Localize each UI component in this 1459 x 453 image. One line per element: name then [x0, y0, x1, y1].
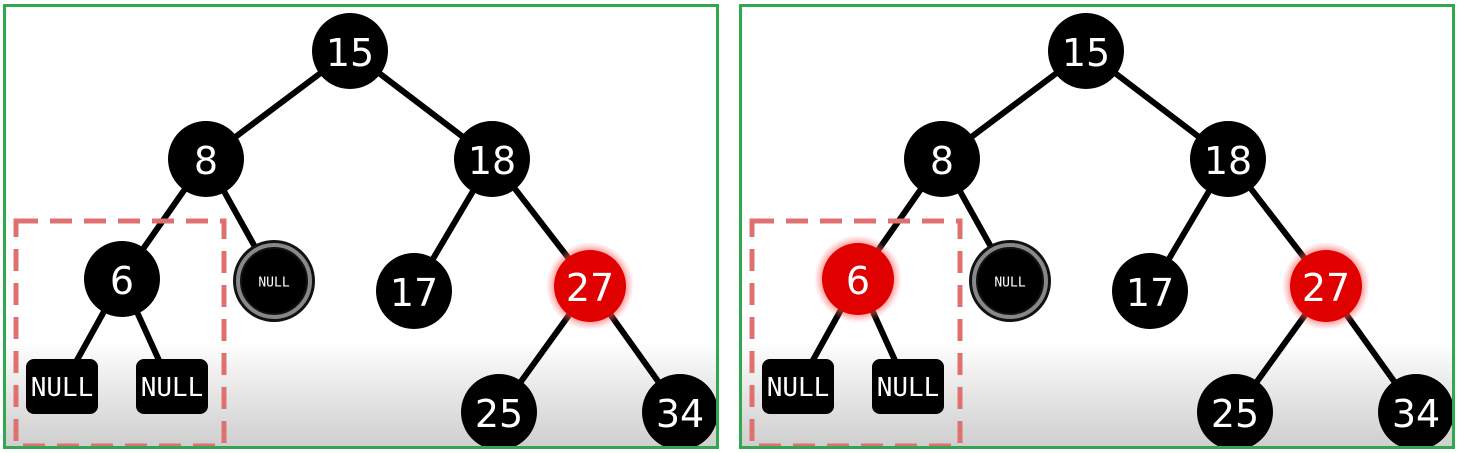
node-17	[1112, 253, 1188, 329]
tree-diagram-after: 15 8 18 6 NULL 17 27 NULL NULL 25 34	[749, 13, 1452, 446]
node-6-label: 6	[110, 259, 134, 303]
node-6-label: 6	[846, 259, 870, 303]
node-25	[461, 374, 537, 446]
node-18-label: 18	[468, 139, 516, 183]
node-6	[84, 241, 160, 317]
node-34	[642, 374, 716, 446]
node-15	[1048, 13, 1124, 89]
node-8	[904, 121, 980, 197]
node-27	[1290, 250, 1362, 322]
null-leaf-2	[872, 359, 944, 414]
null-leaf-1-label: NULL	[767, 373, 830, 403]
null-leaf-1	[26, 359, 98, 414]
null-leaf-2	[136, 359, 208, 414]
node-18	[454, 121, 530, 197]
null-leaf-2-label: NULL	[877, 373, 940, 403]
null-node-ring-gray	[236, 243, 312, 319]
node-18	[1190, 121, 1266, 197]
null-node-label: NULL	[258, 276, 289, 291]
null-node	[978, 249, 1042, 313]
node-25-label: 25	[1211, 392, 1259, 436]
node-34-label: 34	[1392, 392, 1440, 436]
tree-panel-after: 15 8 18 6 NULL 17 27 NULL NULL 25 34	[739, 4, 1455, 449]
node-8-label: 8	[194, 139, 218, 183]
node-17-label: 17	[390, 271, 438, 315]
node-17	[376, 253, 452, 329]
node-6	[822, 243, 894, 315]
null-leaf-2-label: NULL	[141, 373, 204, 403]
null-leaf-1-label: NULL	[31, 373, 94, 403]
node-27-label: 27	[566, 266, 614, 310]
node-27-label: 27	[1302, 266, 1350, 310]
node-8	[168, 121, 244, 197]
tree-diagram-before: 15 8 18 6 NULL 17 27 NULL NULL 25 34	[13, 13, 716, 446]
node-25-label: 25	[475, 392, 523, 436]
tree-panel-before: 15 8 18 6 NULL 17 27 NULL NULL 25 34	[3, 4, 719, 449]
node-15	[312, 13, 388, 89]
null-node	[242, 249, 306, 313]
node-15-label: 15	[1062, 31, 1110, 75]
node-34-label: 34	[656, 392, 704, 436]
node-15-label: 15	[326, 31, 374, 75]
node-34	[1378, 374, 1452, 446]
node-27	[554, 250, 626, 322]
node-8-label: 8	[930, 139, 954, 183]
node-18-label: 18	[1204, 139, 1252, 183]
node-17-label: 17	[1126, 271, 1174, 315]
highlight-box	[13, 218, 227, 446]
null-leaf-1	[762, 359, 834, 414]
node-25	[1197, 374, 1273, 446]
highlight-box	[749, 218, 963, 446]
null-node-label: NULL	[994, 276, 1025, 291]
null-node-ring-gray	[972, 243, 1048, 319]
